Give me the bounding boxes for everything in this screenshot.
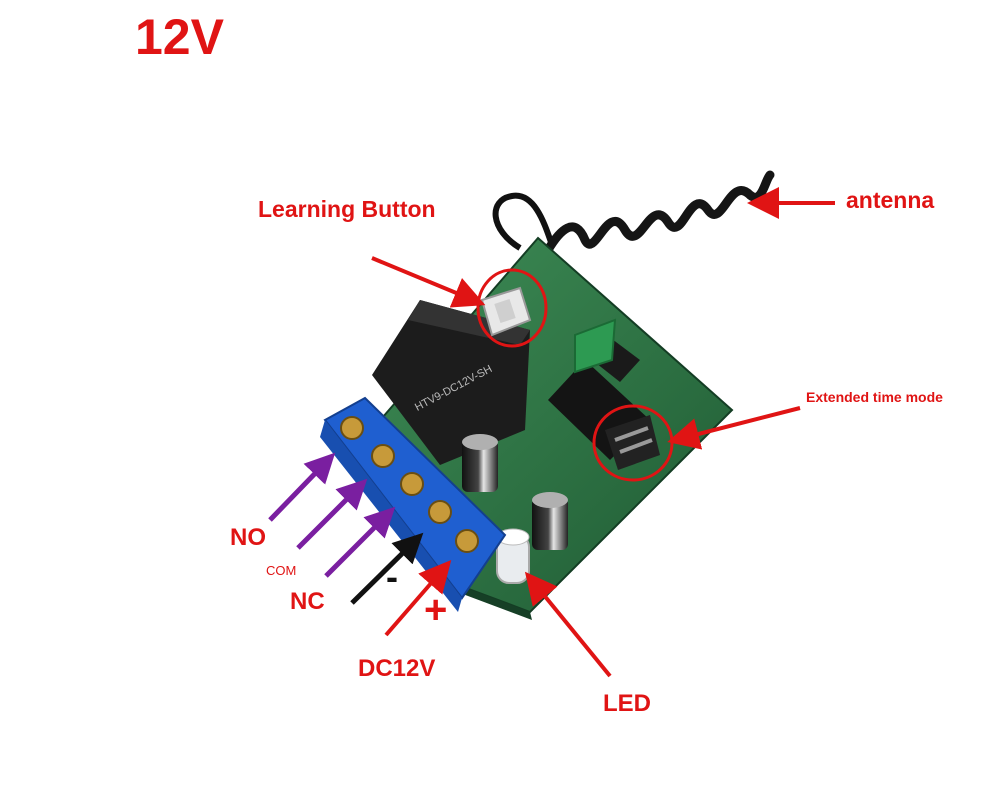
capacitor bbox=[532, 492, 568, 550]
nc-arrow bbox=[324, 506, 396, 578]
led-arrow bbox=[524, 571, 612, 678]
plus-arrow bbox=[384, 559, 452, 637]
jumper-header bbox=[605, 415, 660, 470]
learning-button-arrow bbox=[371, 256, 486, 308]
no-arrow bbox=[268, 452, 336, 522]
antenna-wire bbox=[492, 170, 775, 255]
antenna-label: antenna bbox=[846, 187, 935, 213]
dc12v-label: DC12V bbox=[358, 655, 436, 682]
extended-time-mode-label: Extended time mode bbox=[806, 389, 943, 405]
led-label: LED bbox=[603, 690, 651, 717]
learning-button-part bbox=[480, 286, 532, 337]
capacitor bbox=[462, 434, 498, 492]
no-label: NO bbox=[230, 524, 266, 551]
learning-button-label: Learning Button bbox=[258, 196, 436, 222]
com-label: COM bbox=[266, 563, 297, 578]
minus-label: - bbox=[386, 556, 398, 597]
pcb-board bbox=[348, 236, 734, 614]
trimmer bbox=[574, 318, 617, 374]
learning-button-highlight bbox=[476, 268, 548, 348]
nc-label: NC bbox=[290, 588, 325, 615]
com-arrow bbox=[296, 478, 368, 550]
led-part bbox=[496, 528, 530, 584]
extended-time-arrow bbox=[667, 406, 801, 450]
page-title: 12V bbox=[135, 9, 224, 65]
minus-arrow bbox=[350, 532, 424, 605]
relay: HTV9-DC12V-SH bbox=[372, 300, 530, 465]
plus-label: + bbox=[424, 588, 448, 632]
